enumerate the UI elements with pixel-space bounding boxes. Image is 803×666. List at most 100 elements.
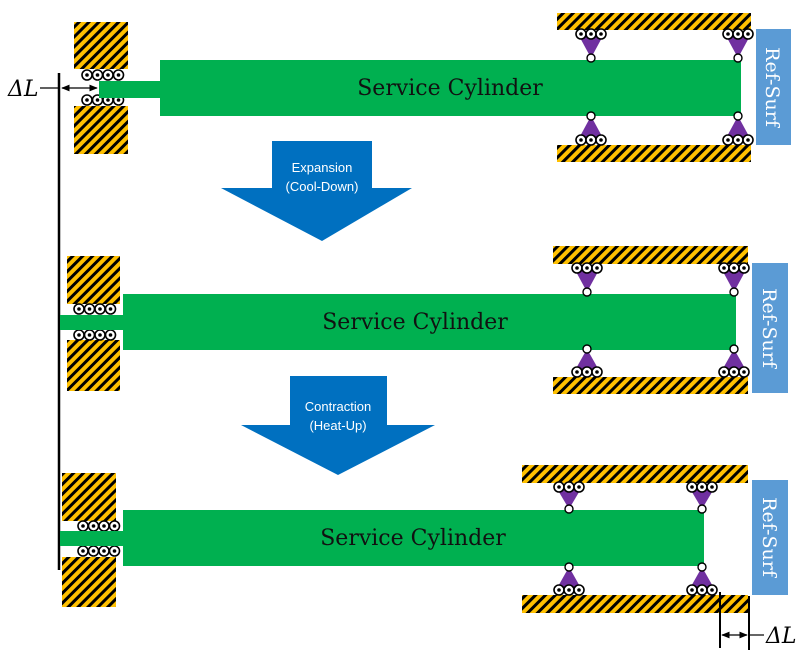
- transition-label-line1: Expansion: [292, 160, 353, 175]
- transition-label-line1: Contraction: [305, 399, 371, 414]
- support-triangle: [556, 567, 582, 590]
- transition-label-line2: (Heat-Up): [309, 418, 366, 433]
- down-arrow-icon: [221, 141, 412, 241]
- roller-center-dot: [579, 138, 583, 142]
- support-triangle: [578, 34, 604, 58]
- support-bottom-1: [571, 344, 603, 378]
- right-frame-bottom: [522, 595, 748, 613]
- right-frame-top: [557, 13, 751, 30]
- roller-center-dot: [732, 266, 736, 270]
- ref-surf: [752, 480, 788, 595]
- roller-center-dot: [742, 266, 746, 270]
- pin-joint-icon: [697, 562, 707, 572]
- roller-center-dot: [599, 32, 603, 36]
- roller-center-dot: [732, 370, 736, 374]
- roller-center-dot: [700, 485, 704, 489]
- service-cylinder: [160, 60, 741, 116]
- support-top-2: [718, 262, 750, 297]
- left-wall-bottom: [67, 340, 120, 391]
- cylinder-label: Service Cylinder: [322, 310, 508, 335]
- roller-center-dot: [85, 98, 89, 102]
- pin-joint-icon: [586, 53, 596, 63]
- roller-center-dot: [567, 485, 571, 489]
- ref-surf-label: Ref-Surf: [761, 47, 783, 129]
- cylinder-rod: [60, 531, 124, 546]
- pin-joint-icon: [697, 504, 707, 514]
- support-triangle: [689, 567, 715, 590]
- roller-center-dot: [91, 549, 96, 553]
- support-triangle: [556, 487, 582, 509]
- roller-center-dot: [589, 32, 593, 36]
- support-top-2: [686, 481, 718, 514]
- support-top-1: [553, 481, 585, 514]
- roller-center-dot: [108, 307, 113, 311]
- transition-arrow-contraction: Contraction (Heat-Up): [241, 376, 435, 475]
- support-triangle: [725, 34, 751, 58]
- pin-joint-icon: [733, 53, 743, 63]
- roller-center-dot: [736, 138, 740, 142]
- cylinder-rod: [99, 81, 161, 98]
- roller-center-dot: [700, 588, 704, 592]
- roller-center-dot: [599, 138, 603, 142]
- right-frame-top: [553, 246, 748, 264]
- support-triangle: [689, 487, 715, 509]
- roller-row-left-top: [77, 520, 121, 532]
- right-frame-top: [522, 465, 748, 483]
- cylinder-label: Service Cylinder: [320, 526, 506, 551]
- left-wall-bottom: [74, 106, 128, 154]
- pin-joint-icon: [582, 287, 592, 297]
- roller-row-left-bottom: [73, 329, 117, 341]
- left-wall-top: [62, 473, 116, 521]
- left-wall-top: [74, 22, 128, 69]
- roller-center-dot: [102, 524, 106, 528]
- roller-center-dot: [557, 485, 561, 489]
- roller-center-dot: [595, 370, 599, 374]
- roller-center-dot: [726, 32, 730, 36]
- roller-center-dot: [567, 588, 571, 592]
- delta-l-label: ΔL: [765, 624, 797, 649]
- ref-surf: [756, 29, 791, 145]
- roller-center-dot: [595, 266, 599, 270]
- delta-l-label: ΔL: [7, 77, 39, 102]
- roller-center-dot: [81, 549, 85, 553]
- roller-center-dot: [742, 370, 746, 374]
- roller-center-dot: [736, 32, 740, 36]
- pin-joint-icon: [586, 111, 596, 121]
- roller-center-dot: [85, 73, 89, 77]
- stage-initial: Service Cylinder ΔL Ref-Surf: [7, 13, 791, 162]
- pin-joint-icon: [733, 111, 743, 121]
- pin-joint-icon: [564, 504, 574, 514]
- roller-center-dot: [710, 588, 714, 592]
- roller-center-dot: [77, 333, 81, 337]
- support-top-1: [571, 262, 603, 297]
- roller-center-dot: [106, 98, 110, 102]
- roller-center-dot: [690, 485, 694, 489]
- roller-row-left-bottom: [77, 545, 121, 557]
- roller-center-dot: [585, 266, 589, 270]
- roller-center-dot: [710, 485, 714, 489]
- pin-joint-icon: [564, 562, 574, 572]
- support-bottom-2: [686, 562, 718, 596]
- support-bottom-2: [722, 111, 754, 146]
- roller-center-dot: [722, 266, 726, 270]
- roller-center-dot: [106, 73, 110, 77]
- support-triangle: [574, 349, 600, 372]
- roller-center-dot: [746, 138, 750, 142]
- roller-center-dot: [108, 333, 113, 337]
- support-triangle: [578, 116, 604, 140]
- service-cylinder: [123, 294, 736, 350]
- roller-center-dot: [95, 73, 100, 77]
- roller-center-dot: [690, 588, 694, 592]
- support-top-2: [722, 28, 754, 63]
- support-triangle: [721, 268, 747, 292]
- left-wall-top: [67, 256, 120, 304]
- right-frame-bottom: [557, 145, 751, 162]
- left-wall-bottom: [62, 557, 116, 607]
- support-bottom-1: [553, 562, 585, 596]
- roller-center-dot: [577, 588, 581, 592]
- stage-after-expansion: Service Cylinder Ref-Surf: [60, 246, 788, 394]
- roller-center-dot: [102, 549, 106, 553]
- pin-joint-icon: [729, 287, 739, 297]
- roller-center-dot: [95, 98, 100, 102]
- pin-joint-icon: [582, 344, 592, 354]
